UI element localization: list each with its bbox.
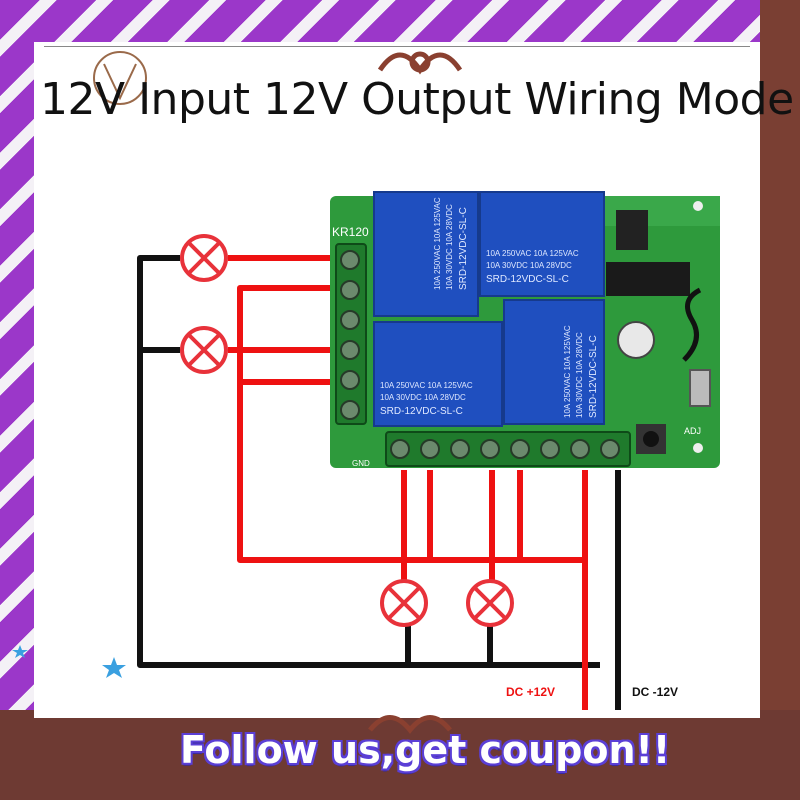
monogram-logo-icon [93,51,147,105]
lamp-icon [180,234,228,282]
negative-wires [137,255,621,710]
relay-4-rating2: 10A 30VDC 10A 28VDC [575,332,584,418]
relay-4-rating: 10A 250VAC 10A 125VAC [563,325,572,418]
board-model-label: KR120 [332,225,369,239]
positive-wires [228,255,588,710]
relay-3-model: SRD-12VDC-SL-C [380,406,463,417]
panel-border-line [44,46,750,47]
frame-right [760,0,800,800]
promo-banner: Follow us,get coupon!! [180,728,671,772]
relay-3-rating: 10A 250VAC 10A 125VAC [380,381,473,390]
lamp-icon [180,326,228,374]
ornament-bottom-icon [368,715,452,734]
relay-2-model: SRD-12VDC-SL-C [486,274,569,285]
relay-1-rating2: 10A 30VDC 10A 28VDC [445,204,454,290]
dc-minus-label: DC -12V [632,685,678,699]
relay-1-rating: 10A 250VAC 10A 125VAC [433,197,442,290]
relay-2-rating: 10A 250VAC 10A 125VAC [486,249,579,258]
relay-1-model: SRD-12VDC-SL-C [458,207,469,290]
dc-plus-label: DC +12V [506,685,555,699]
ornament-top-icon [377,51,463,75]
frame-stripes-top [0,0,800,44]
relay-3-rating2: 10A 30VDC 10A 28VDC [380,393,466,402]
frame-bottom [0,710,800,800]
red-wire-common-loop [237,285,585,563]
diagram-title: 12V Input 12V Output Wiring Mode [40,74,794,125]
lamp-icon [466,579,514,627]
board-gnd-label: GND [352,459,370,468]
relay-2-rating2: 10A 30VDC 10A 28VDC [486,261,572,270]
board-adj-label: ADJ [684,426,701,436]
relay-4-model: SRD-12VDC-SL-C [588,335,599,418]
star-icon [12,645,126,678]
relay-board [330,191,720,468]
lamp-icon [380,579,428,627]
black-wire-outer [137,255,600,668]
frame-stripes-left [0,0,36,800]
